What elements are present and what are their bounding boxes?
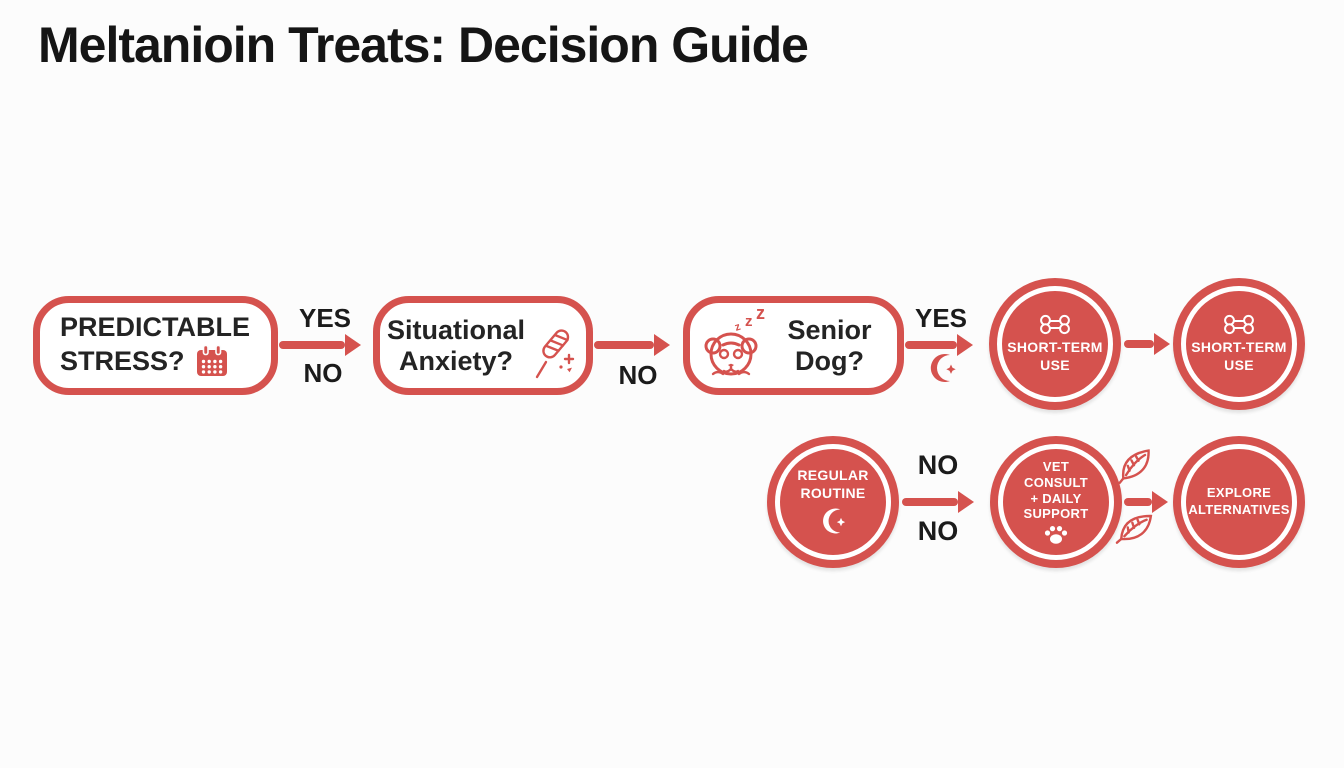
connector-label-no: NO bbox=[917, 450, 959, 480]
node-explore-alternatives: EXPLORE ALTERNATIVES bbox=[1173, 436, 1305, 568]
arrow-right bbox=[594, 341, 654, 349]
circle-label-line2: CONSULT bbox=[1024, 474, 1088, 490]
node-label-line2: STRESS? bbox=[60, 345, 185, 376]
page-title: Meltanioin Treats: Decision Guide bbox=[38, 17, 809, 73]
node-regular-routine: REGULAR ROUTINE bbox=[767, 436, 899, 568]
circle-label-line1: SHORT-TERM bbox=[1007, 339, 1103, 356]
bone-icon bbox=[1224, 314, 1254, 335]
circle-label-line2: USE bbox=[1224, 357, 1254, 373]
arrow-right bbox=[279, 341, 345, 349]
circle-label-line2: USE bbox=[1040, 357, 1070, 373]
sleeping-dog-icon: z z z bbox=[704, 308, 765, 375]
circle-ring bbox=[775, 444, 891, 560]
node-label-line2: Anxiety? bbox=[398, 345, 513, 376]
circle-label-line2: ALTERNATIVES bbox=[1188, 502, 1290, 517]
arrow-right bbox=[1124, 498, 1152, 506]
circle-ring bbox=[1181, 444, 1297, 560]
bone-icon bbox=[1040, 314, 1070, 335]
connector-label-no: NO bbox=[917, 516, 959, 546]
node-label: Situational Anxiety? bbox=[387, 315, 525, 376]
sleep-z-glyph: z bbox=[733, 320, 742, 333]
circle-label-line2: ROUTINE bbox=[800, 484, 866, 501]
node-predictable-stress: PREDICTABLE STRESS? bbox=[33, 296, 278, 395]
leaf-icon bbox=[1115, 514, 1153, 544]
node-senior-dog: z z z Senior Dog? bbox=[683, 296, 904, 395]
node-label-line2: Dog? bbox=[795, 345, 864, 376]
node-label-line1: Senior bbox=[787, 315, 872, 345]
connector-label-yes: YES bbox=[299, 303, 352, 333]
leaf-icon bbox=[1118, 449, 1150, 484]
crescent-moon-icon bbox=[823, 508, 846, 534]
sleep-z-glyph: z bbox=[756, 308, 765, 323]
calendar-icon bbox=[196, 344, 227, 376]
connector-label-no: NO bbox=[618, 360, 658, 390]
node-situational-anxiety: Situational Anxiety? bbox=[373, 296, 593, 395]
circle-label-line1: VET bbox=[1042, 459, 1070, 475]
arrow-right bbox=[905, 341, 957, 349]
node-label: PREDICTABLE STRESS? bbox=[60, 312, 250, 379]
node-short-term-use-1: SHORT-TERM USE bbox=[989, 278, 1121, 410]
node-label: Senior Dog? bbox=[774, 315, 897, 376]
connector-label-yes: YES bbox=[914, 303, 968, 333]
node-label-line1: PREDICTABLE bbox=[60, 312, 251, 343]
fireworks-icon bbox=[535, 328, 575, 378]
connector-label-no: NO bbox=[303, 358, 343, 388]
arrow-right bbox=[902, 498, 958, 506]
arrow-right bbox=[1124, 340, 1154, 348]
node-label-line1: Situational bbox=[386, 315, 525, 345]
node-short-term-use-2: SHORT-TERM USE bbox=[1173, 278, 1305, 410]
circle-label-line4: SUPPORT bbox=[1023, 506, 1089, 522]
circle-label-line1: EXPLORE bbox=[1206, 485, 1272, 501]
circle-ring bbox=[1181, 286, 1297, 402]
circle-ring bbox=[998, 444, 1114, 560]
circle-label-line1: SHORT-TERM bbox=[1191, 339, 1287, 356]
sleep-z-glyph: z bbox=[745, 313, 753, 330]
circle-ring bbox=[997, 286, 1113, 402]
circle-label-line3: + DAILY bbox=[1030, 490, 1082, 506]
paw-icon bbox=[1044, 525, 1068, 544]
circle-label-line1: REGULAR bbox=[797, 466, 869, 483]
crescent-moon-icon bbox=[930, 354, 956, 382]
node-vet-consult-daily-support: VET CONSULT + DAILY SUPPORT bbox=[990, 436, 1122, 568]
